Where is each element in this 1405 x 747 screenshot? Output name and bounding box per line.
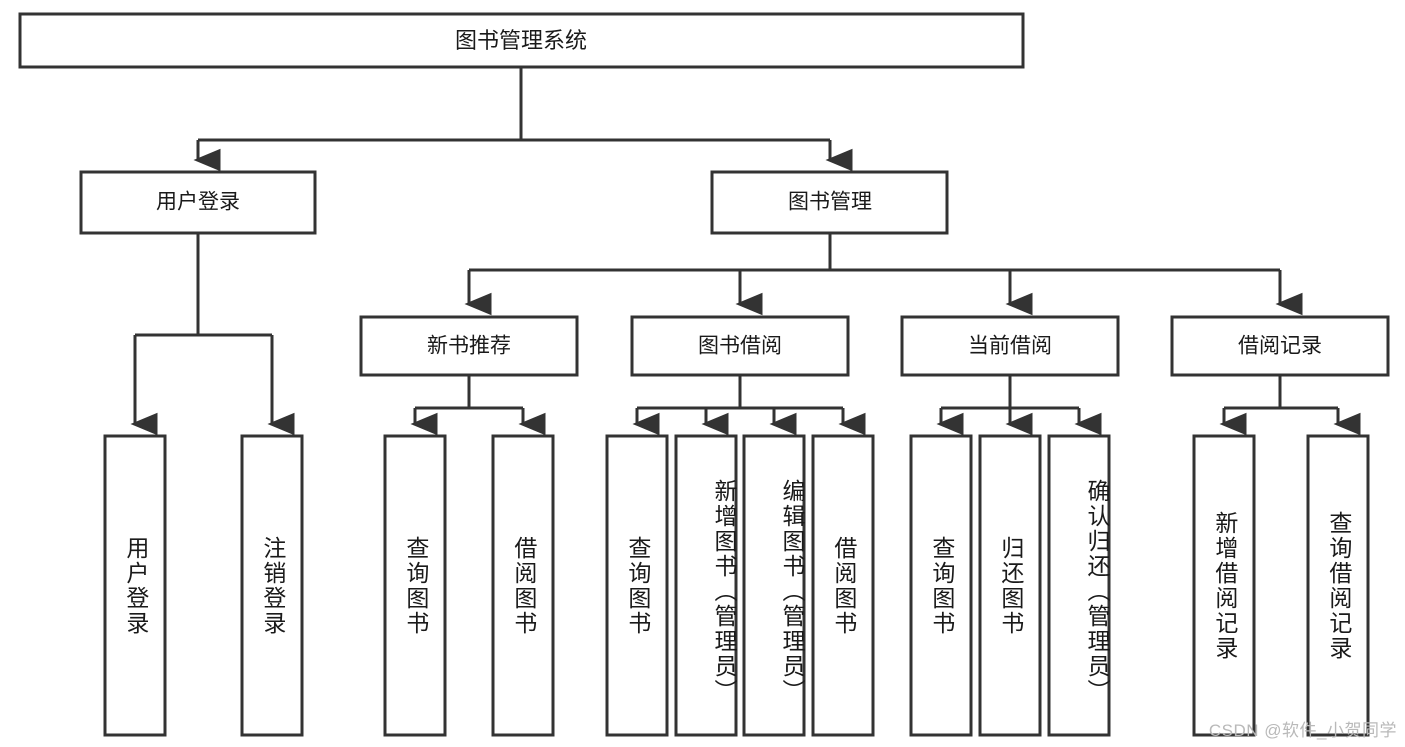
- node-title-system[interactable]: 图书管理系统: [18, 12, 1025, 69]
- leaf-box-return-book[interactable]: [978, 434, 1042, 737]
- leaf-box-confirm-return[interactable]: [1047, 434, 1111, 737]
- leaf-box-user-login[interactable]: [103, 434, 167, 737]
- leaf-box-edit-book[interactable]: [742, 434, 806, 737]
- node-user-login[interactable]: 用户登录: [79, 170, 317, 235]
- leaf-box-add-record[interactable]: [1192, 434, 1256, 737]
- node-book-borrow-label: 图书借阅: [698, 335, 782, 358]
- connector-currentborrow-to-leaves: [936, 375, 1102, 436]
- leaf-box-query-book-2[interactable]: [605, 434, 669, 737]
- node-current-borrow[interactable]: 当前借阅: [900, 315, 1120, 377]
- connector-bookborrow-to-leaves: [632, 375, 866, 436]
- node-user-login-label: 用户登录: [156, 191, 240, 214]
- node-borrow-record[interactable]: 借阅记录: [1170, 315, 1390, 377]
- leaf-box-query-book-1[interactable]: [383, 434, 447, 737]
- connector-borrowrecord-to-leaves: [1219, 375, 1361, 436]
- leaf-box-query-record[interactable]: [1306, 434, 1370, 737]
- csdn-watermark: CSDN @软件_小贺同学: [1208, 721, 1397, 740]
- leaf-box-borrow-book-1[interactable]: [491, 434, 555, 737]
- connector-root-to-level2: [193, 67, 853, 172]
- leaf-box-add-book[interactable]: [674, 434, 738, 737]
- node-borrow-record-label: 借阅记录: [1238, 335, 1322, 358]
- node-book-borrow[interactable]: 图书借阅: [630, 315, 850, 377]
- node-new-book-recommend-label: 新书推荐: [427, 335, 511, 358]
- leaf-box-user-logout[interactable]: [240, 434, 304, 737]
- node-book-manage-label: 图书管理: [788, 191, 872, 214]
- node-new-book-recommend[interactable]: 新书推荐: [359, 315, 579, 377]
- leaf-box-query-book-3[interactable]: [909, 434, 973, 737]
- node-title-system-label: 图书管理系统: [455, 28, 587, 53]
- node-current-borrow-label: 当前借阅: [968, 335, 1052, 358]
- connector-bookmanage-to-level3: [464, 233, 1303, 316]
- connector-userlogin-to-leaves: [130, 233, 295, 436]
- leaf-box-borrow-book-2[interactable]: [811, 434, 875, 737]
- connector-newbook-to-leaves: [410, 375, 546, 436]
- node-book-manage[interactable]: 图书管理: [710, 170, 949, 235]
